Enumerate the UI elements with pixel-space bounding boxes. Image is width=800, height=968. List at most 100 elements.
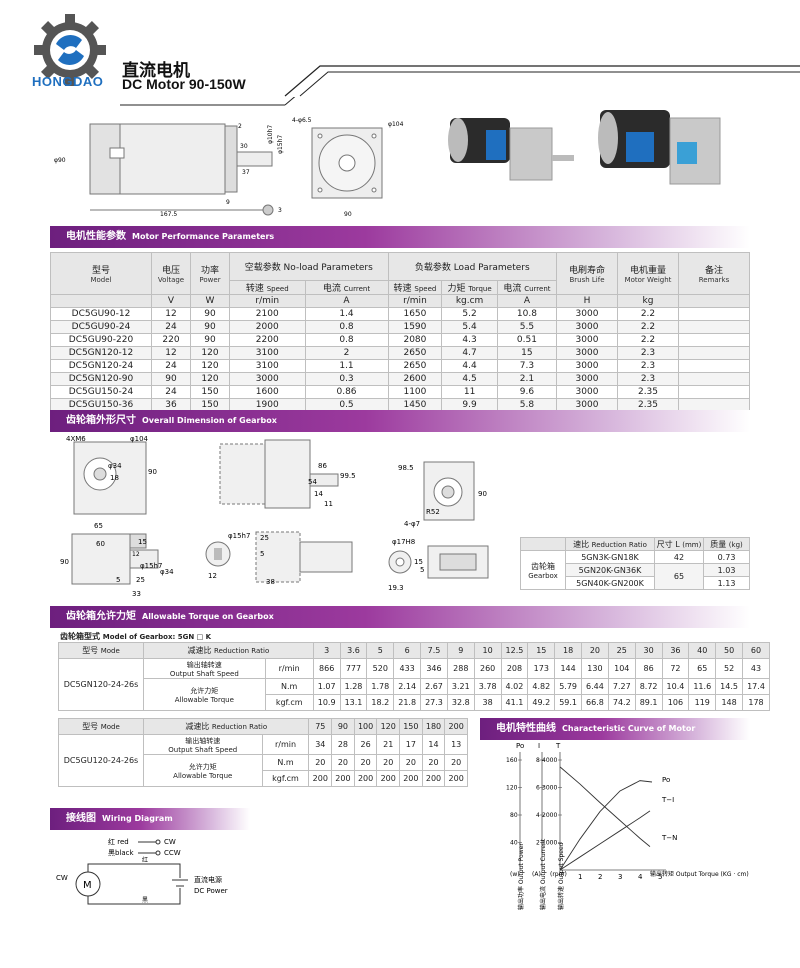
ratio-cell: 50 <box>715 642 743 659</box>
nm-cell: 20 <box>376 754 401 771</box>
kgf-cell: 27.3 <box>420 694 448 711</box>
page-title-en: DC Motor 90-150W <box>122 76 246 92</box>
svg-text:38: 38 <box>266 578 275 586</box>
ratio-cell: 40 <box>688 642 717 659</box>
table-cell: 3100 <box>229 359 306 373</box>
table-cell: 2650 <box>387 346 443 360</box>
speed-cell: 21 <box>376 734 401 755</box>
table-cell: 90 <box>190 320 230 334</box>
svg-text:R52: R52 <box>426 508 440 516</box>
kgf-cell: 18.2 <box>366 694 395 711</box>
table-cell: 2.3 <box>617 346 679 360</box>
kgf-cell: 119 <box>688 694 717 711</box>
page-title-cn: 直流电机 <box>122 61 190 81</box>
gearbox-front-drawing: 4XM6 φ104 φ34 18 90 <box>66 435 157 515</box>
svg-text:4-φ7: 4-φ7 <box>404 520 420 528</box>
kgf-cell: 66.8 <box>581 694 609 711</box>
svg-text:90: 90 <box>478 490 487 498</box>
svg-text:14: 14 <box>314 490 323 498</box>
svg-text:54: 54 <box>308 478 317 486</box>
motor-side-drawing: 167.5 φ90 30 37 2 9 φ10h7 φ15h7 3 <box>54 123 284 218</box>
kgf-cell: 200 <box>399 770 423 787</box>
axis-unit: (A) <box>532 871 541 878</box>
table-cell: 2080 <box>387 333 443 347</box>
svg-text:5: 5 <box>420 566 424 574</box>
ratio-cell: 120 <box>376 718 401 735</box>
table-cell: 7.3 <box>496 359 558 373</box>
nm-cell: 7.27 <box>607 678 636 695</box>
tick-label: 6 <box>536 785 540 792</box>
tick-label: 2 <box>536 840 540 847</box>
ratio-cell: 7.5 <box>420 642 448 659</box>
kgf-cell: 200 <box>331 770 355 787</box>
tick-label: 4 <box>536 812 540 819</box>
svg-text:φ34: φ34 <box>108 462 122 470</box>
speed-cell: 346 <box>420 658 448 679</box>
table-cell: 1.4 <box>304 307 389 321</box>
nm-cell: 3.78 <box>473 678 502 695</box>
svg-text:90: 90 <box>60 558 69 566</box>
nm-cell: 20 <box>399 754 423 771</box>
wire-ccw: CCW <box>164 849 181 857</box>
axis-unit: (w) <box>510 871 520 878</box>
table-cell: 3000 <box>556 307 618 321</box>
ratio-cell: 100 <box>353 718 378 735</box>
svg-text:15: 15 <box>414 558 423 566</box>
wire-black: 黑black <box>108 849 135 857</box>
svg-text:11: 11 <box>324 500 333 508</box>
dim-3: 3 <box>278 207 282 214</box>
table-cell: 0.51 <box>496 333 558 347</box>
dim-30: 30 <box>240 143 248 150</box>
svg-text:19.3: 19.3 <box>388 584 404 592</box>
nm-cell: 1.07 <box>312 678 341 695</box>
speed-cell: 288 <box>446 658 475 679</box>
table-cell: 15 <box>496 346 558 360</box>
tick-label: 4000 <box>542 757 557 764</box>
table-cell: 3000 <box>556 346 618 360</box>
tick-label: 120 <box>506 785 518 792</box>
table-cell: 3000 <box>556 385 618 399</box>
brand-name: HONGDAO <box>32 74 104 89</box>
nm-cell: 10.4 <box>661 678 690 695</box>
speed-cell: 260 <box>473 658 502 679</box>
tick-label: 160 <box>506 757 518 764</box>
speed-cell: 433 <box>393 658 422 679</box>
x-axis-label: 输出转矩 Output Torque (KG · cm) <box>650 870 749 878</box>
kgf-cell: 200 <box>376 770 401 787</box>
table-cell: 90 <box>190 307 230 321</box>
speed-cell: 65 <box>688 658 717 679</box>
dim-2: 2 <box>238 123 242 130</box>
table-cell: 2100 <box>229 307 306 321</box>
axis-label: I <box>538 742 540 750</box>
table-cell: 3000 <box>556 320 618 334</box>
series-label-po: Po <box>662 776 670 784</box>
gearbox-output-shaft-drawing: φ15h7 12 25 5 38 <box>205 531 353 586</box>
dim-167: 167.5 <box>160 211 177 218</box>
svg-text:黑: 黑 <box>142 897 148 904</box>
speed-cell: 14 <box>421 734 446 755</box>
tick-label: 8 <box>536 757 540 764</box>
kgf-cell: 200 <box>444 770 468 787</box>
table-cell: 0.8 <box>304 333 389 347</box>
power-label-en: DC Power <box>194 887 228 895</box>
kgf-cell: 178 <box>742 694 770 711</box>
x-tick: 1 <box>578 873 582 881</box>
kgf-cell: 38 <box>473 694 502 711</box>
kgf-cell: 10.9 <box>312 694 341 711</box>
ratio-cell: 90 <box>331 718 355 735</box>
wiring-diagram: 红 red 黑black CW CCW CW M 红 黑 直流电源 DC Pow… <box>56 837 228 905</box>
power-label-cn: 直流电源 <box>194 875 222 884</box>
table-cell: 1650 <box>387 307 443 321</box>
dim-d90: φ90 <box>54 157 66 164</box>
gearbox-bore-drawing: φ17H8 15 5 19.3 <box>388 538 489 592</box>
table-cell: 90 <box>151 372 191 386</box>
kgf-cell: 49.2 <box>527 694 556 711</box>
svg-text:99.5: 99.5 <box>340 472 356 480</box>
x-tick: 2 <box>598 873 602 881</box>
table-cell: 2.3 <box>617 359 679 373</box>
dim-w90: 90 <box>344 211 352 218</box>
